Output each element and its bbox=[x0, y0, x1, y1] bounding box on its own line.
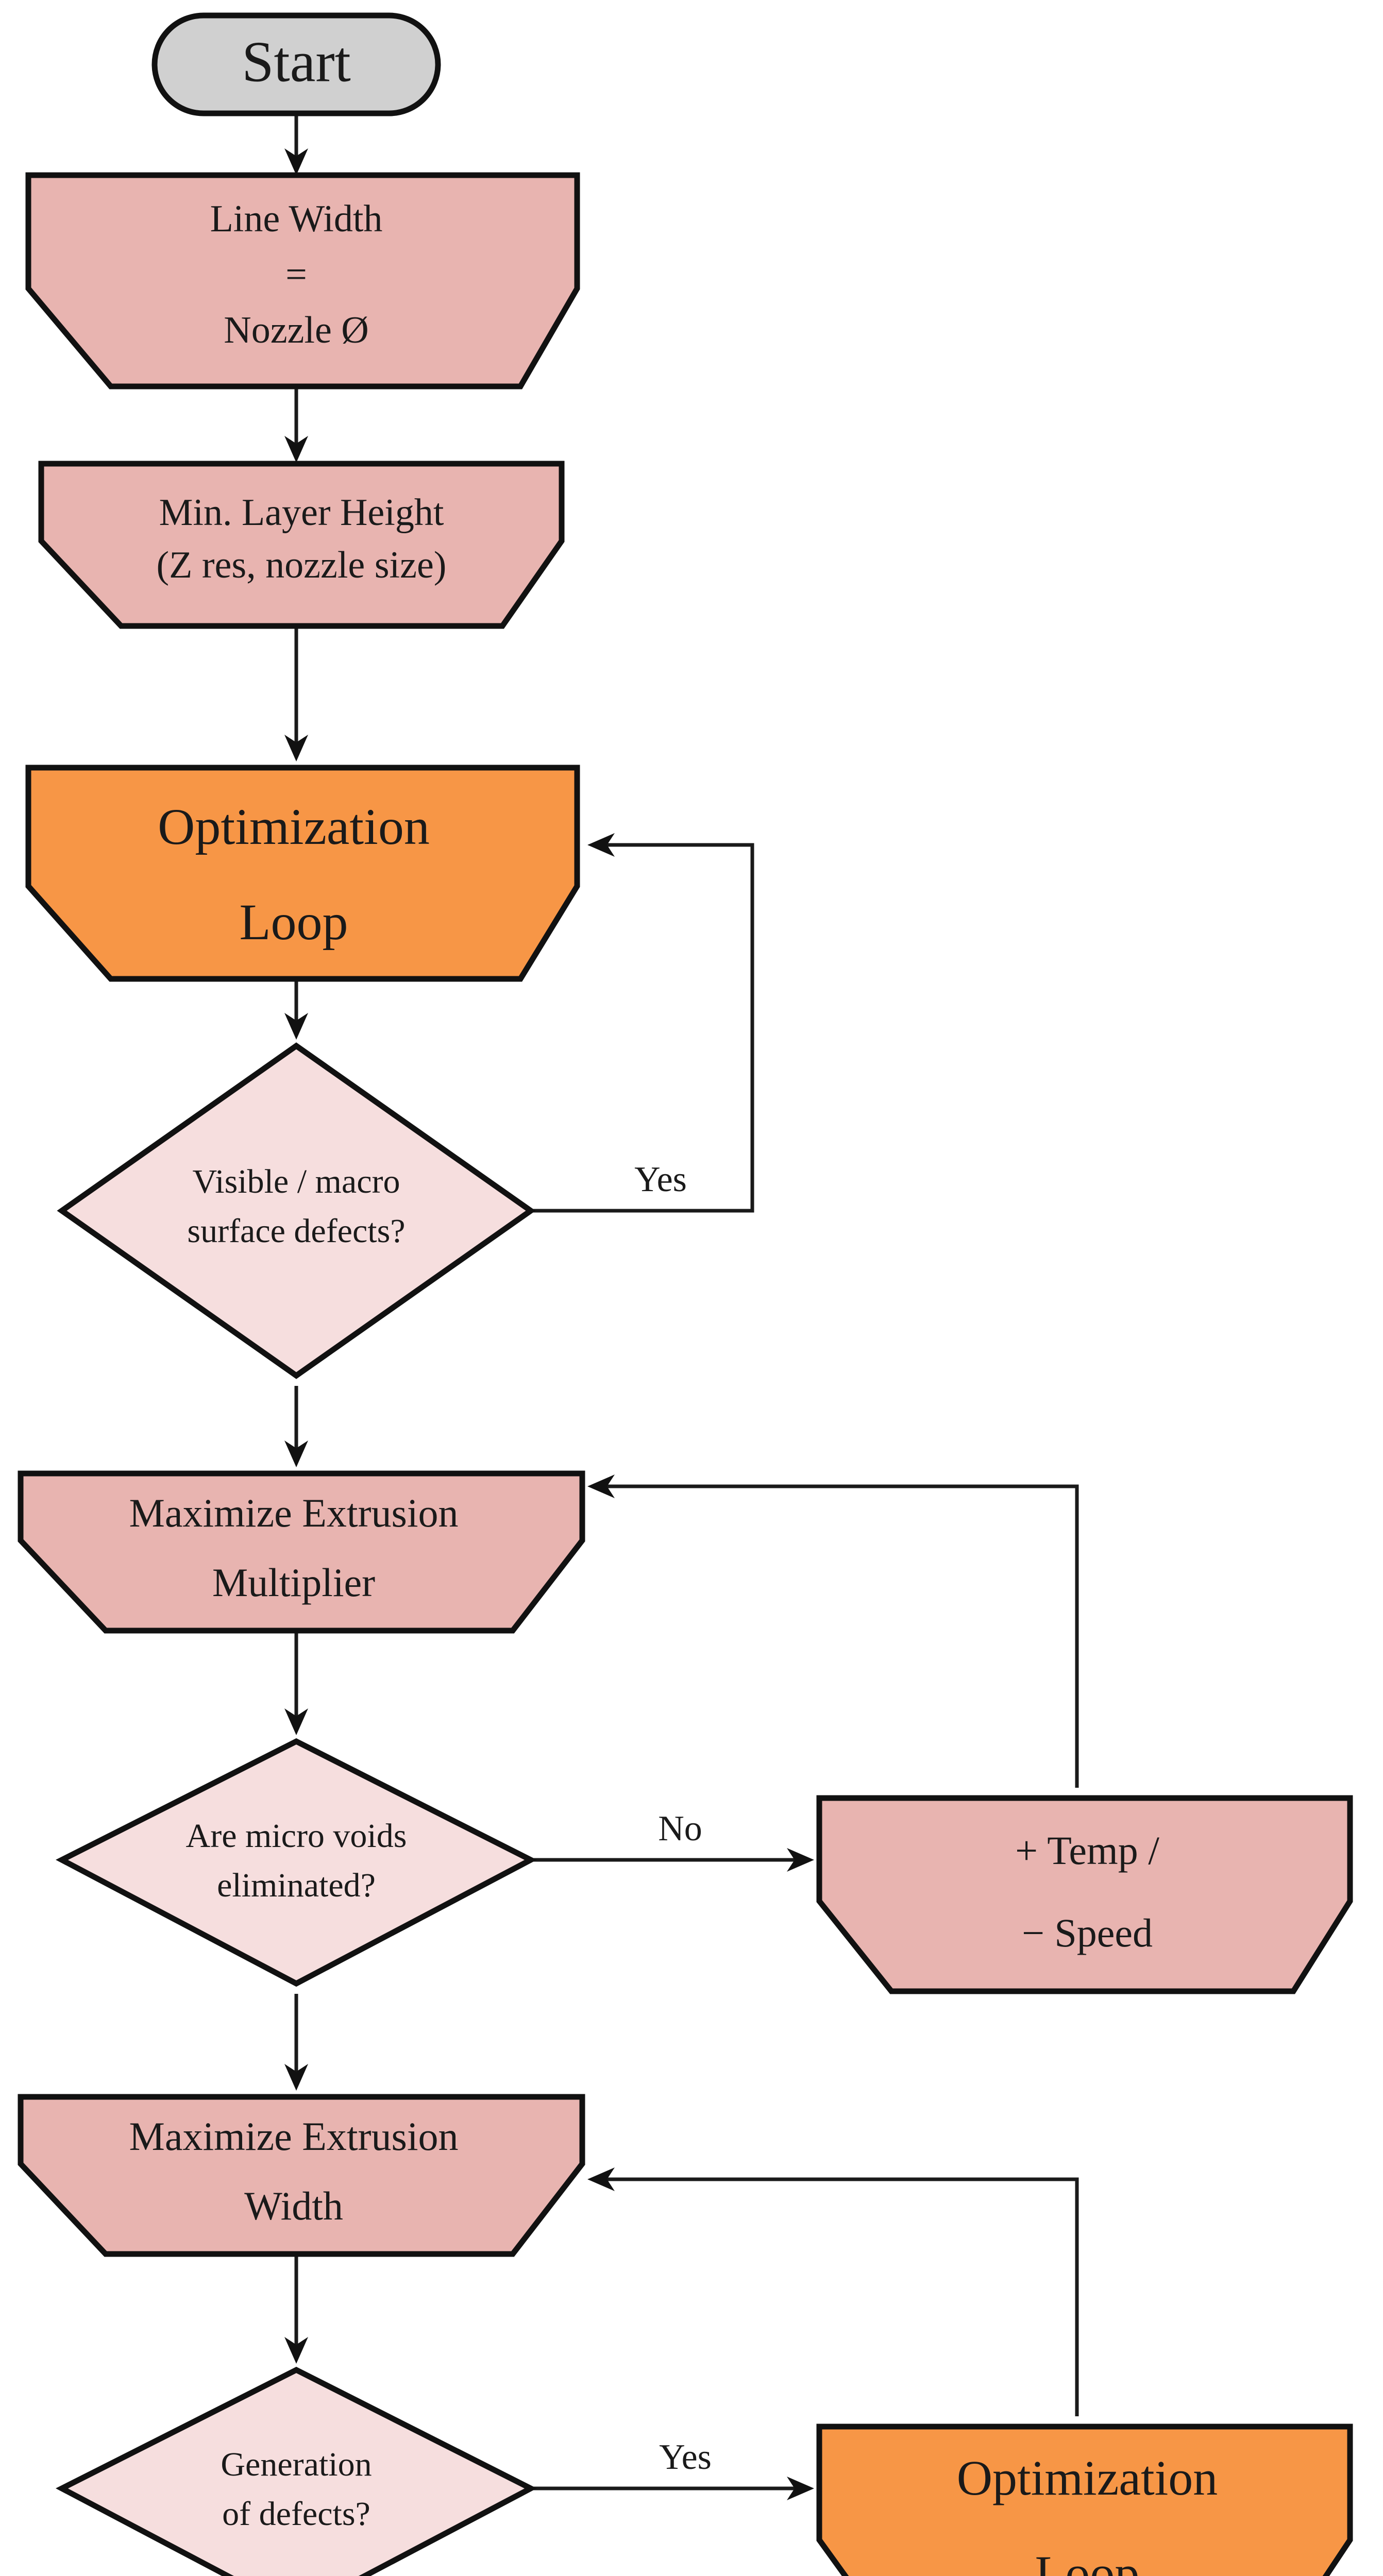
node-line-width-line-2: Nozzle Ø bbox=[224, 309, 368, 351]
edge-looptop-to-dec1 bbox=[284, 979, 308, 1040]
node-temp-speed-line-1: − Speed bbox=[1022, 1910, 1153, 1955]
node-maximize-extrusion-multiplier[interactable]: Maximize Extrusion Multiplier bbox=[18, 1470, 585, 1634]
node-temp-speed[interactable]: + Temp / − Speed bbox=[816, 1795, 1353, 1994]
edge-layerheight-to-looptop bbox=[284, 626, 308, 761]
edge-label-yes-1: Yes bbox=[634, 1160, 687, 1199]
edge-linewidth-to-layerheight bbox=[284, 386, 308, 463]
node-decision-generation-defects-line-1: of defects? bbox=[222, 2495, 370, 2533]
node-min-layer-height-line-1: (Z res, nozzle size) bbox=[157, 544, 447, 586]
node-optimization-loop-top-line-0: Optimization bbox=[158, 798, 430, 855]
node-optimization-loop-top-line-1: Loop bbox=[239, 893, 348, 951]
edge-label-yes-2: Yes bbox=[659, 2437, 712, 2477]
node-optimization-loop-bottom-line-1: Loop bbox=[1035, 2546, 1140, 2576]
node-min-layer-height[interactable]: Min. Layer Height (Z res, nozzle size) bbox=[38, 461, 565, 629]
edge-dec1-to-maxmult bbox=[284, 1386, 308, 1467]
node-min-layer-height-line-0: Min. Layer Height bbox=[159, 492, 444, 534]
edge-dec3-yes-to-loopbottom bbox=[531, 2477, 814, 2500]
node-decision-generation-defects[interactable]: Generation of defects? bbox=[56, 2366, 537, 2576]
node-decision-visible-defects-line-1: surface defects? bbox=[187, 1212, 405, 1250]
node-maximize-extrusion-width-line-0: Maximize Extrusion bbox=[129, 2114, 458, 2159]
edge-maxmult-to-dec2 bbox=[284, 1631, 308, 1735]
node-optimization-loop-top[interactable]: Optimization Loop bbox=[25, 765, 580, 982]
connectors bbox=[284, 111, 1079, 2500]
node-start-line-0: Start bbox=[242, 30, 351, 94]
node-line-width-line-1: = bbox=[285, 253, 307, 296]
node-maximize-extrusion-width[interactable]: Maximize Extrusion Width bbox=[18, 2094, 585, 2257]
node-decision-micro-voids[interactable]: Are micro voids eliminated? bbox=[56, 1738, 537, 1987]
node-start[interactable]: Start bbox=[151, 12, 441, 116]
node-optimization-loop-bottom-line-0: Optimization bbox=[957, 2450, 1218, 2505]
node-decision-micro-voids-line-1: eliminated? bbox=[217, 1867, 376, 1904]
node-optimization-loop-bottom[interactable]: Optimization Loop bbox=[816, 2424, 1353, 2576]
edge-loopbottom-to-maxwidth bbox=[587, 2167, 1079, 2416]
edge-dec1-yes-to-looptop bbox=[531, 833, 754, 1213]
node-maximize-extrusion-width-line-1: Width bbox=[244, 2183, 343, 2228]
edge-maxwidth-to-dec3 bbox=[284, 2254, 308, 2364]
node-decision-micro-voids-line-0: Are micro voids bbox=[186, 1817, 407, 1855]
edge-label-no-1: No bbox=[658, 1809, 702, 1849]
edge-dec2-no-to-tempspeed bbox=[531, 1848, 814, 1872]
edge-dec2-to-maxwidth bbox=[284, 1994, 308, 2091]
node-decision-visible-defects[interactable]: Visible / macro surface defects? bbox=[57, 1042, 536, 1379]
edge-start-to-linewidth bbox=[284, 111, 308, 175]
node-decision-visible-defects-line-0: Visible / macro bbox=[193, 1163, 400, 1200]
node-decision-generation-defects-line-0: Generation bbox=[221, 2446, 372, 2483]
node-line-width[interactable]: Line Width = Nozzle Ø bbox=[25, 172, 580, 389]
node-line-width-line-0: Line Width bbox=[210, 198, 383, 240]
node-maximize-extrusion-multiplier-line-0: Maximize Extrusion bbox=[129, 1490, 458, 1535]
edge-labels: Yes No Yes bbox=[634, 1160, 712, 2477]
node-maximize-extrusion-multiplier-line-1: Multiplier bbox=[212, 1560, 375, 1605]
node-temp-speed-line-0: + Temp / bbox=[1015, 1828, 1159, 1873]
edge-tempspeed-to-maxmult bbox=[587, 1475, 1079, 1788]
